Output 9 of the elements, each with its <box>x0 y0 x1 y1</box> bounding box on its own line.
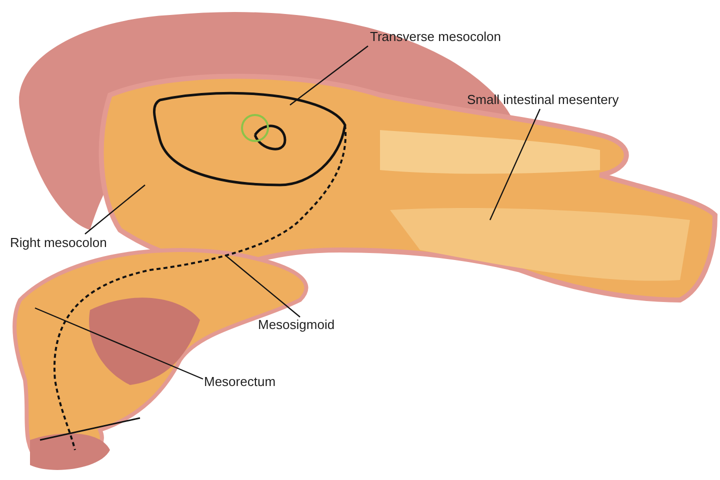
part-label: Mesorectum <box>204 374 276 390</box>
part-label: Small intestinal mesentery <box>467 92 619 108</box>
leader-line <box>224 254 300 318</box>
part-label: Mesosigmoid <box>258 317 335 333</box>
leader-line <box>34 307 204 380</box>
leader-line <box>290 46 368 106</box>
part-label: Right mesocolon <box>10 235 107 251</box>
leader-line <box>84 184 146 234</box>
part-label: Transverse mesocolon <box>370 29 502 45</box>
